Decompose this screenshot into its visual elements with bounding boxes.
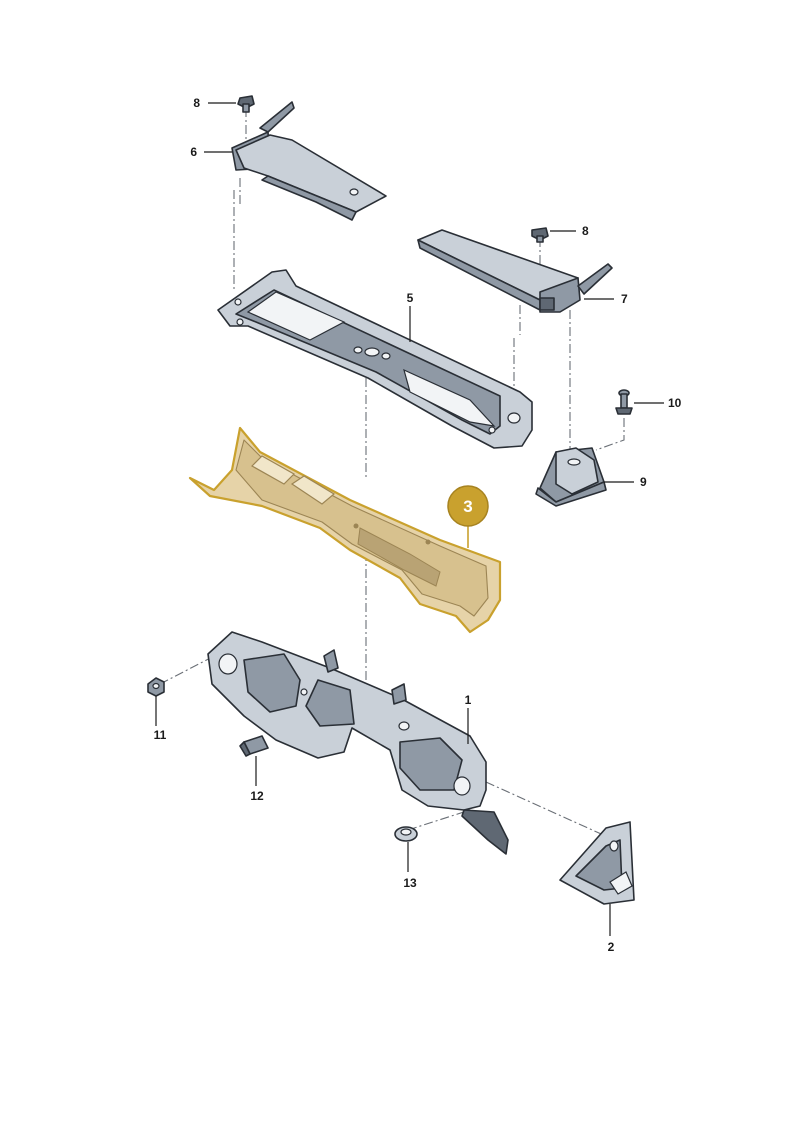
label-1: 1 xyxy=(465,693,472,707)
label-12: 12 xyxy=(250,789,264,803)
label-6: 6 xyxy=(190,145,197,159)
part-3-badge: 3 xyxy=(447,485,489,548)
label-8-right: 8 xyxy=(582,224,589,238)
label-2: 2 xyxy=(608,940,615,954)
part-10-bolt xyxy=(615,389,633,415)
part-7-bracket xyxy=(417,229,613,313)
part-3-insulation xyxy=(188,426,502,634)
part-12-plug xyxy=(239,735,269,757)
label-11: 11 xyxy=(154,728,167,742)
label-7: 7 xyxy=(621,292,628,306)
part-9-mount xyxy=(535,447,607,507)
part-5-frame xyxy=(217,269,533,449)
part-1-panel xyxy=(207,631,509,855)
part-3-badge-number: 3 xyxy=(463,497,472,516)
part-2-bracket xyxy=(559,821,635,905)
label-13: 13 xyxy=(403,876,417,890)
label-9: 9 xyxy=(640,475,647,489)
label-8-top: 8 xyxy=(193,96,200,110)
part-8-clip-right xyxy=(531,227,549,243)
callouts: 8 6 8 7 5 10 9 11 1 12 13 2 xyxy=(154,96,682,954)
part-13-grommet xyxy=(394,826,418,842)
label-10: 10 xyxy=(668,396,682,410)
label-5: 5 xyxy=(407,291,414,305)
part-6-bracket xyxy=(231,101,387,221)
part-8-clip-top xyxy=(237,95,255,113)
part-11-nut xyxy=(147,677,165,697)
